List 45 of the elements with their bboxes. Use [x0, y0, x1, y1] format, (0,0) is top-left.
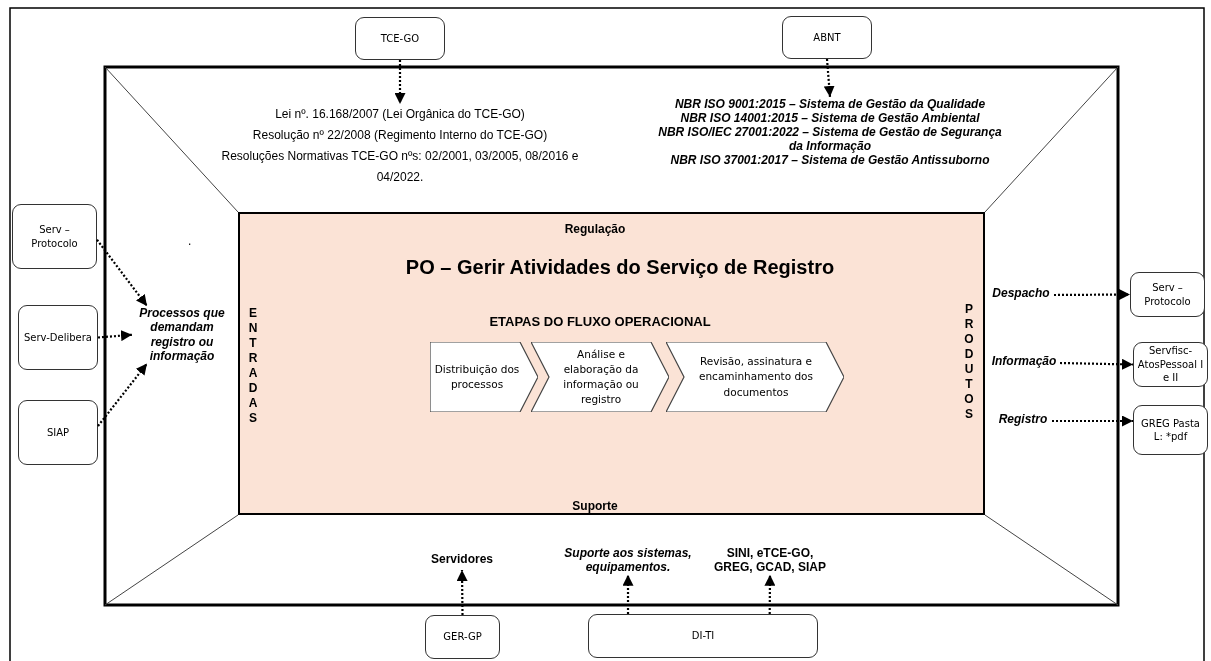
standard-text: NBR ISO 9001:2015 – Sistema de Gestão da Qualidade	[673, 97, 987, 111]
output-text: Informação	[988, 354, 1060, 372]
dot-mark: .	[188, 234, 192, 248]
process-box	[238, 212, 985, 515]
support-text: Servidores	[420, 552, 504, 570]
destination-box: Servfisc-AtosPessoal I e II	[1133, 342, 1208, 387]
destination-box: GREG Pasta L: *pdf	[1133, 405, 1208, 455]
arrow	[1054, 289, 1130, 301]
standard-text: NBR ISO 37001:2017 – Sistema de Gestão Antissuborno	[669, 153, 991, 167]
arrow	[96, 239, 148, 307]
chevron-step: Revisão, assinatura e encaminhamento dos documentos	[666, 342, 844, 412]
standard-text: NBR ISO/IEC 27001:2022 – Sistema de Gestão de Segurança da Informação	[657, 125, 1003, 153]
process-title: PO – Gerir Atividades do Serviço de Registro	[404, 256, 836, 279]
source-box: ABNT	[782, 16, 872, 59]
output-text: Registro	[994, 412, 1052, 430]
output-text: Despacho	[988, 286, 1054, 304]
regulation-text: Lei nº. 16.168/2007 (Lei Orgânica do TCE-GO)	[274, 106, 526, 123]
arrow	[1059, 358, 1134, 370]
source-box: Serv-Delibera	[18, 305, 98, 370]
arrow	[97, 362, 148, 427]
vertical-heading: PRODUTOS	[962, 302, 976, 422]
support-text: Suporte aos sistemas, equipamentos.	[553, 546, 703, 575]
regulation-text: Resolução nº 22/2008 (Regimento Interno do TCE-GO)	[251, 127, 549, 144]
destination-box: Serv – Protocolo	[1130, 272, 1205, 317]
input-text: Processos que demandam registro ou informação	[132, 306, 232, 364]
standard-text: NBR ISO 14001:2015 – Sistema de Gestão Ambiental	[679, 111, 981, 125]
arrow	[394, 60, 406, 104]
source-box: Serv – Protocolo	[12, 204, 97, 269]
arrow	[622, 574, 634, 614]
chevron-step: Análise e elaboração da informação ou registro	[531, 342, 669, 412]
arrow	[456, 570, 468, 615]
source-box: SIAP	[18, 400, 98, 465]
provider-box: DI-TI	[588, 614, 818, 658]
source-box: TCE-GO	[355, 17, 445, 60]
arrow	[764, 574, 776, 614]
provider-box: GER-GP	[425, 615, 500, 659]
section-heading: Regulação	[563, 222, 627, 236]
section-heading: Suporte	[571, 499, 619, 513]
vertical-heading: ENTRADAS	[246, 306, 260, 426]
arrow	[97, 330, 133, 342]
regulation-text: Resoluções Normativas TCE-GO nºs: 02/2001, 03/2005, 08/2016 e 04/2022.	[220, 148, 580, 186]
section-heading: ETAPAS DO FLUXO OPERACIONAL	[488, 314, 712, 329]
chevron-step: Distribuição dos processos	[430, 342, 538, 412]
support-text: SINI, eTCE-GO, GREG, GCAD, SIAP	[708, 546, 832, 575]
arrow	[1052, 415, 1133, 427]
